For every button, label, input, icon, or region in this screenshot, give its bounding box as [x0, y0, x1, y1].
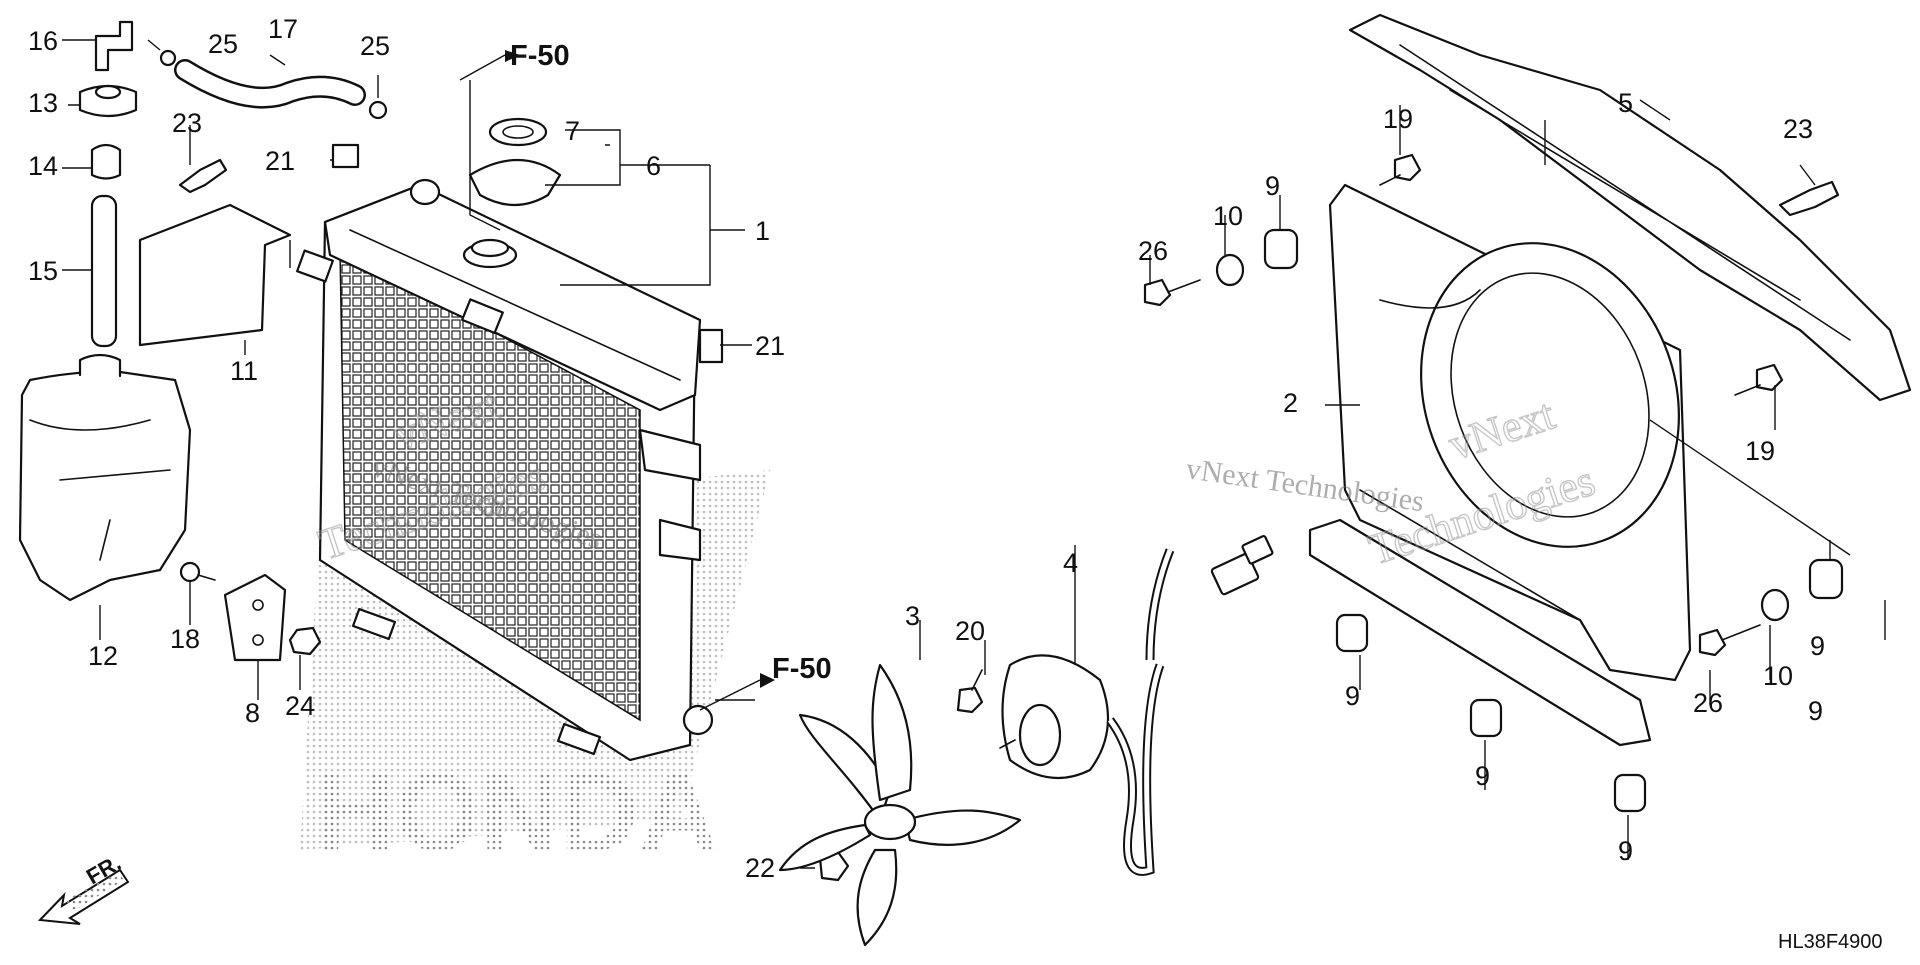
callout-26a: 26 — [1138, 236, 1168, 266]
fan-shroud — [1308, 183, 1692, 747]
radiator-outlet-icon — [682, 704, 714, 736]
honda-brand-mark: HONDA — [315, 751, 718, 874]
callout-7: 7 — [565, 116, 580, 146]
callout-9c: 9 — [1475, 761, 1490, 791]
callout-14: 14 — [28, 151, 58, 181]
callout-22: 22 — [745, 853, 775, 883]
collar-10-icon — [1215, 253, 1245, 287]
callout-23b: 23 — [1783, 114, 1813, 144]
hose-clip-icon — [368, 100, 388, 120]
callout-21b: 21 — [755, 331, 785, 361]
callout-15: 15 — [28, 256, 58, 286]
callout-6: 6 — [646, 151, 661, 181]
callout-10b: 10 — [1763, 661, 1793, 691]
callout-26b: 26 — [1693, 688, 1723, 718]
diagram-code: HL38F4900 — [1778, 931, 1883, 953]
callout-25a: 25 — [208, 29, 238, 59]
bolt-20-icon — [956, 669, 984, 714]
right-fasteners — [1143, 153, 1844, 813]
vent-pipe-icon — [94, 20, 134, 72]
grommet-9-icon — [1263, 228, 1299, 270]
bolt-19-icon — [1379, 153, 1422, 186]
reserve-tank-icon — [18, 370, 192, 602]
front-direction-arrow: FR. — [37, 850, 130, 925]
callout-17: 17 — [268, 14, 298, 44]
callout-2: 2 — [1283, 388, 1298, 418]
radiator-inlet-icon — [409, 178, 441, 206]
bolt-18-icon — [179, 561, 216, 583]
leader-lines — [62, 39, 1886, 869]
nut-24-icon — [288, 626, 322, 656]
callout-13: 13 — [28, 88, 58, 118]
grommet-9c-icon — [1469, 698, 1503, 738]
callout-19b: 19 — [1745, 436, 1775, 466]
callout-8: 8 — [245, 698, 260, 728]
fan-motor — [999, 535, 1274, 876]
nut-21b-icon — [698, 328, 724, 364]
ref-label-top: F-50 — [510, 40, 570, 72]
bolt-19b-icon — [1734, 363, 1784, 396]
callout-9d: 9 — [1618, 836, 1633, 866]
callout-18: 18 — [170, 624, 200, 654]
callout-21a: 21 — [265, 146, 295, 176]
rubber-cushion-icon — [90, 143, 122, 180]
callout-5: 5 — [1618, 88, 1633, 118]
cap-seal-icon — [488, 117, 548, 147]
fan-hub-icon — [863, 803, 917, 841]
reserve-cap-icon — [78, 84, 138, 118]
callout-labels: 1 2 3 4 5 6 7 8 9 9 9 9 9 9 10 10 11 12 … — [28, 14, 1825, 883]
upper-cover-icon — [1348, 13, 1912, 402]
clip-23b-icon — [1778, 180, 1840, 217]
tank-pipe-icon — [90, 194, 118, 348]
connector-icon — [1210, 552, 1260, 596]
callout-23a: 23 — [172, 108, 202, 138]
ref-label-bottom: F-50 — [772, 653, 832, 685]
reserve-tank-set — [18, 84, 192, 602]
callout-24: 24 — [285, 691, 315, 721]
grommet-9b-icon — [1335, 613, 1369, 653]
tank-bracket-icon — [138, 203, 292, 347]
callout-9a: 9 — [1265, 171, 1280, 201]
callout-9e: 9 — [1810, 631, 1825, 661]
cooling-fan — [778, 663, 1022, 947]
bolt-26-icon — [1143, 278, 1201, 307]
callout-16: 16 — [28, 26, 58, 56]
upper-cover — [1348, 13, 1912, 402]
radiator-cap — [468, 117, 562, 206]
collar-10b-icon — [1760, 588, 1790, 622]
shroud-rail-icon — [1308, 518, 1652, 747]
callout-19a: 19 — [1383, 104, 1413, 134]
callout-1: 1 — [755, 216, 770, 246]
clip-23-icon — [178, 158, 228, 194]
callout-25b: 25 — [360, 31, 390, 61]
bolt-26b-icon — [1698, 624, 1761, 657]
nut-21-icon — [331, 143, 360, 169]
brackets — [138, 203, 292, 662]
stay-bracket-icon — [223, 573, 287, 662]
callout-11: 11 — [230, 356, 258, 386]
grommet-9d-icon — [1613, 773, 1647, 813]
callout-9b: 9 — [1345, 681, 1360, 711]
callout-20: 20 — [955, 616, 985, 646]
radiator-assembly — [296, 178, 714, 762]
breather-hose — [94, 20, 388, 120]
callout-9f: 9 — [1808, 696, 1823, 726]
callout-3: 3 — [905, 601, 920, 631]
callout-4: 4 — [1063, 548, 1078, 578]
hose-clip-icon — [159, 49, 177, 67]
grommet-9e-icon — [1808, 558, 1844, 600]
callout-12: 12 — [88, 641, 118, 671]
callout-10a: 10 — [1213, 201, 1243, 231]
